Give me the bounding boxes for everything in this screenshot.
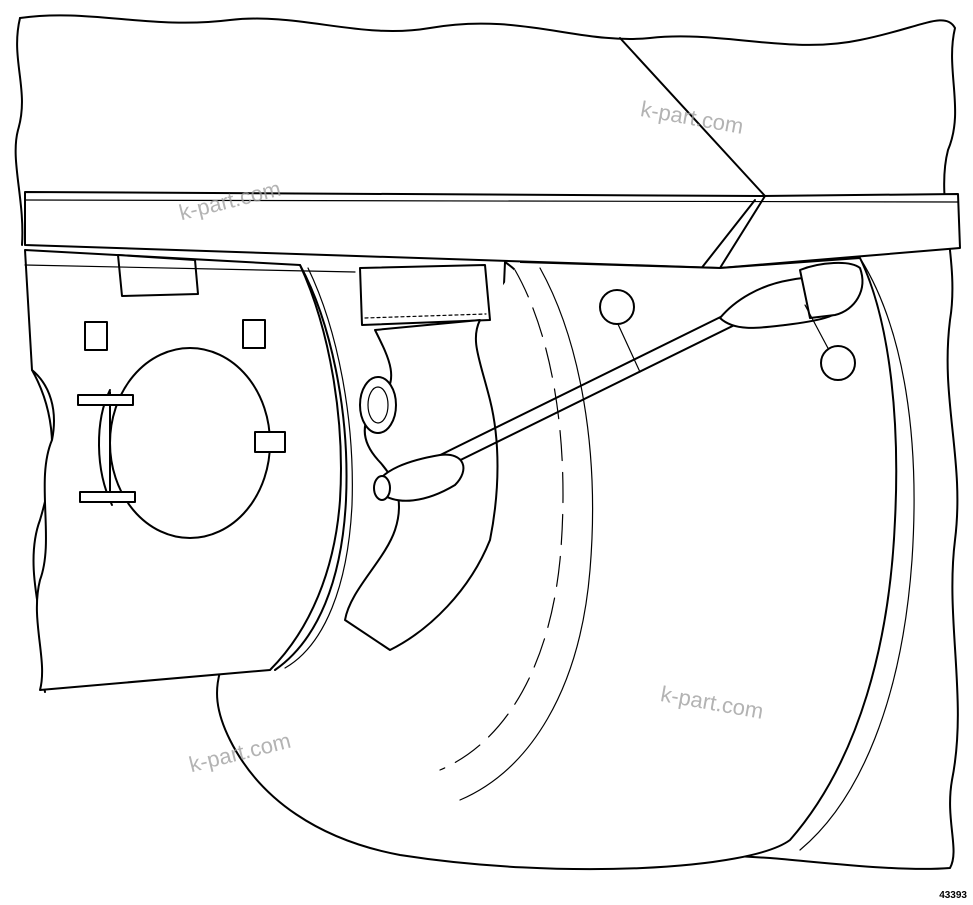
knuckle-bore-inner (367, 386, 389, 424)
torn-edge-left (14, 17, 24, 246)
tire-tread-inner (459, 267, 594, 801)
frame-rail-edge (24, 199, 959, 203)
hinge-top (77, 394, 134, 406)
hub-flange (359, 264, 491, 326)
tank-bracket (117, 254, 199, 297)
tank-end-rim (274, 264, 348, 671)
tie-rod-end-lower (374, 453, 465, 502)
tie-rod-end-lower-eye (373, 475, 391, 501)
tank-strap (24, 264, 356, 273)
tie-rod (419, 299, 756, 466)
tire-tread-dashes (439, 269, 564, 771)
hinge-bottom (79, 491, 136, 503)
steering-arm (799, 261, 864, 319)
torn-edge-outline (19, 14, 959, 870)
figure-number: 43393 (939, 890, 967, 901)
access-door (109, 347, 271, 539)
tank-end-rim-2 (284, 267, 353, 669)
hub-teeth (364, 313, 487, 319)
tie-rod-2 (429, 309, 766, 476)
callout-2-bubble (820, 345, 856, 381)
tire-sidewall (216, 257, 898, 871)
latch (254, 431, 286, 453)
frame-rail (24, 191, 961, 269)
clip-left (84, 321, 108, 351)
callout-1-leader (616, 321, 641, 373)
callout-1-bubble (599, 289, 635, 325)
knuckle-bore (359, 376, 397, 434)
clip-right (242, 319, 266, 349)
callout-2-leader (804, 304, 831, 353)
tire-outer-edge (799, 257, 915, 851)
